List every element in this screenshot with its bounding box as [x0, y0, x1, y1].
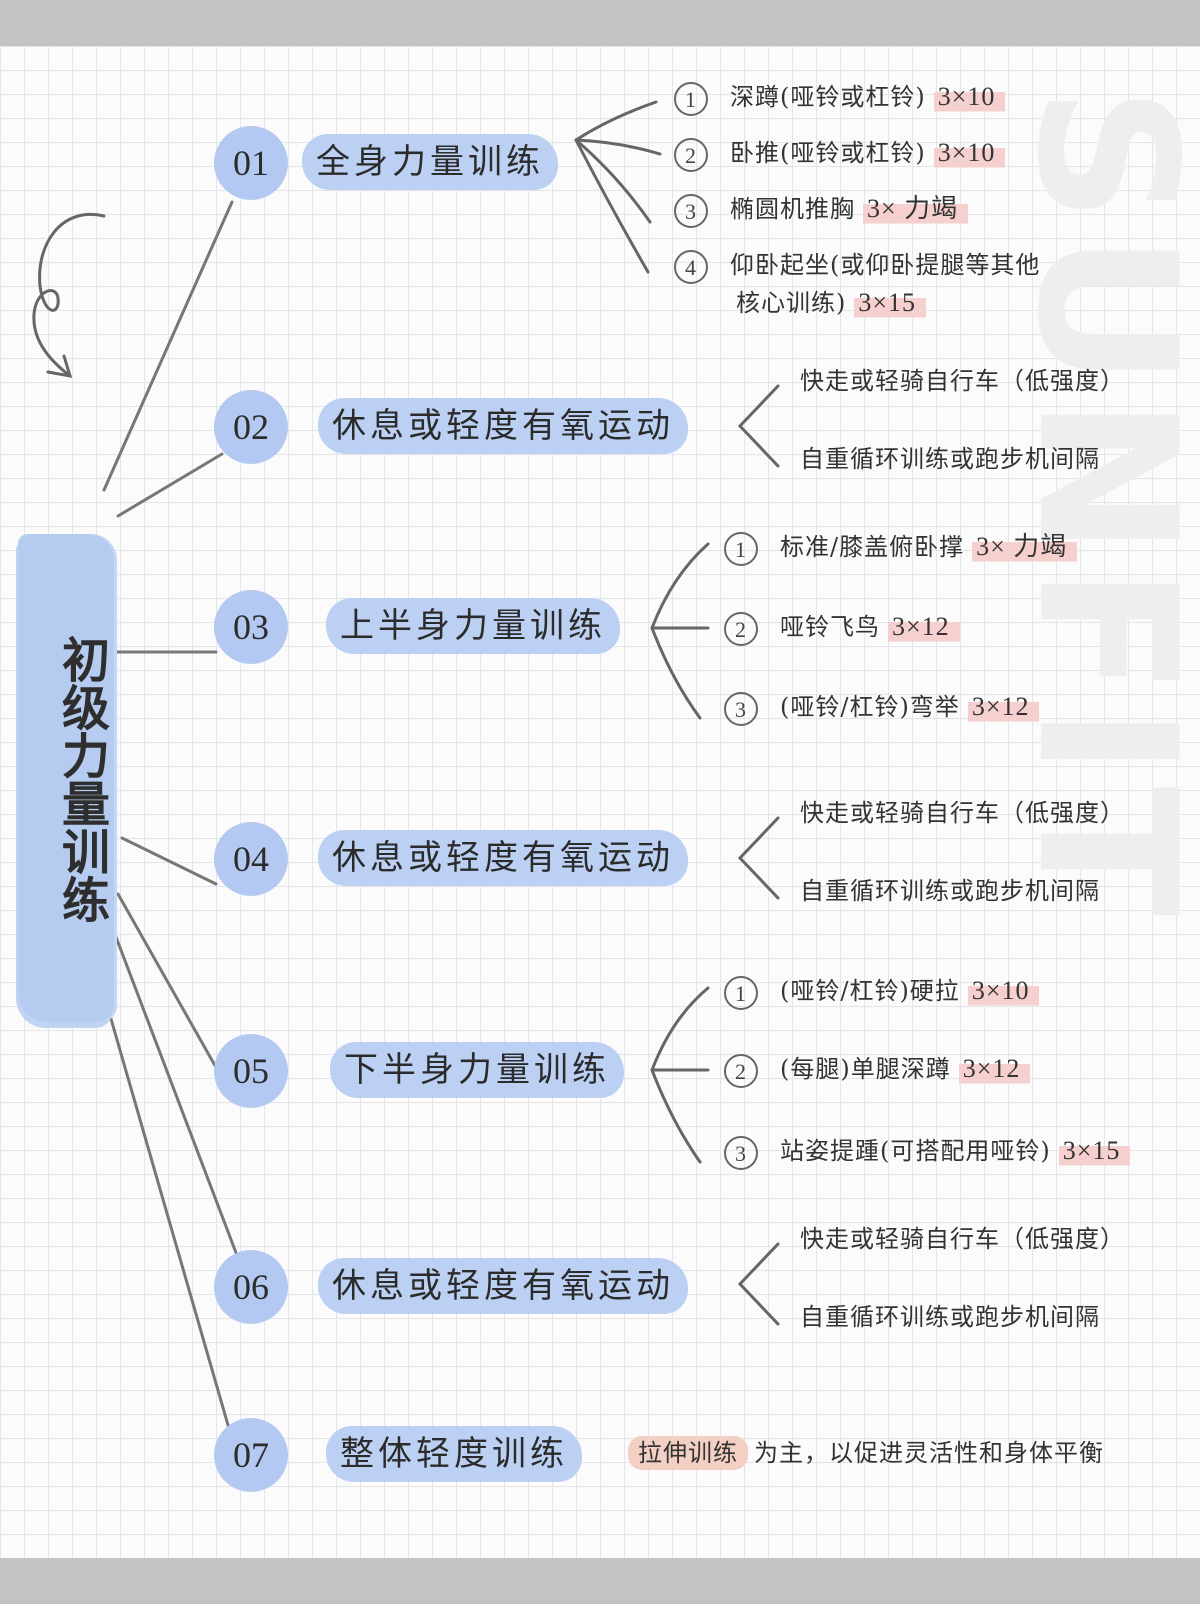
branch-01-2 — [574, 138, 662, 156]
index-badge: 2 — [724, 1053, 758, 1088]
connector-root-05 — [116, 892, 224, 1080]
branch-06 — [737, 1242, 780, 1326]
activity-02-1: 快走或轻骑自行车（低强度） — [800, 367, 1125, 395]
sets-reps: 3×10 — [933, 136, 1006, 170]
branch-01-1 — [574, 100, 658, 142]
day-label-06: 休息或轻度有氧运动 — [318, 1258, 688, 1314]
activity-04-1: 快走或轻骑自行车（低强度） — [800, 799, 1125, 827]
day-number-04: 04 — [214, 822, 288, 896]
day-07-note: 拉伸训练为主，以促进灵活性和身体平衡 — [628, 1436, 1104, 1470]
branch-01-3 — [574, 138, 652, 224]
branch-03-3 — [650, 626, 702, 720]
connector-lines — [32, 100, 780, 1434]
branch-05-3 — [650, 1068, 702, 1164]
day-number-07: 07 — [214, 1418, 288, 1492]
sets-reps: 3× 力竭 — [863, 192, 969, 226]
index-badge: 1 — [674, 81, 708, 116]
index-badge: 4 — [674, 249, 708, 284]
day-label-04: 休息或轻度有氧运动 — [318, 830, 688, 886]
day-label-01: 全身力量训练 — [302, 134, 558, 190]
branch-05-1 — [650, 986, 710, 1072]
index-badge: 2 — [674, 137, 708, 172]
index-badge: 3 — [674, 193, 708, 228]
day-label-02: 休息或轻度有氧运动 — [318, 398, 688, 454]
exercise-01-4-continued: 核心训练)3×15 — [736, 286, 927, 320]
connector-root-04 — [120, 836, 218, 886]
day-number-02: 02 — [214, 390, 288, 464]
activity-02-2: 自重循环训练或跑步机间隔 — [800, 445, 1100, 473]
sets-reps: 3×15 — [854, 286, 927, 320]
index-badge: 3 — [724, 1135, 758, 1170]
index-badge: 2 — [724, 611, 758, 646]
connector-root-07 — [88, 944, 232, 1434]
sets-reps: 3×10 — [933, 80, 1006, 114]
sets-reps: 3×12 — [958, 1052, 1031, 1086]
watermark: SUNFIT — [996, 86, 1200, 927]
activity-04-2: 自重循环训练或跑步机间隔 — [800, 877, 1100, 905]
day-number-01: 01 — [214, 126, 288, 200]
mind-map-canvas: SUNFIT — [0, 46, 1200, 1558]
connector-root-06 — [106, 914, 240, 1260]
activity-06-1: 快走或轻骑自行车（低强度） — [800, 1225, 1125, 1253]
sets-reps: 3× 力竭 — [972, 530, 1078, 564]
connector-root-02 — [116, 452, 224, 518]
sets-reps: 3×15 — [1058, 1134, 1131, 1168]
branch-01-4 — [574, 138, 650, 274]
day-label-03: 上半身力量训练 — [326, 598, 620, 654]
root-node: 初级力量训练 — [18, 534, 114, 1022]
day-number-05: 05 — [214, 1034, 288, 1108]
branch-03-1 — [650, 542, 710, 630]
index-badge: 3 — [724, 691, 758, 726]
day-number-06: 06 — [214, 1250, 288, 1324]
day-number-03: 03 — [214, 590, 288, 664]
connector-root-01 — [102, 200, 234, 492]
note-highlight: 拉伸训练 — [628, 1436, 748, 1470]
root-title: 初级力量训练 — [53, 635, 109, 923]
sets-reps: 3×12 — [888, 610, 960, 644]
curly-arrow-icon — [32, 213, 106, 378]
sets-reps: 3×12 — [967, 690, 1040, 724]
index-badge: 1 — [724, 531, 758, 566]
day-label-05: 下半身力量训练 — [330, 1042, 624, 1098]
branch-02 — [737, 384, 780, 468]
activity-06-2: 自重循环训练或跑步机间隔 — [800, 1303, 1100, 1331]
day-label-07: 整体轻度训练 — [326, 1426, 582, 1482]
branch-04 — [737, 816, 780, 900]
index-badge: 1 — [724, 975, 758, 1010]
sets-reps: 3×10 — [967, 974, 1040, 1008]
